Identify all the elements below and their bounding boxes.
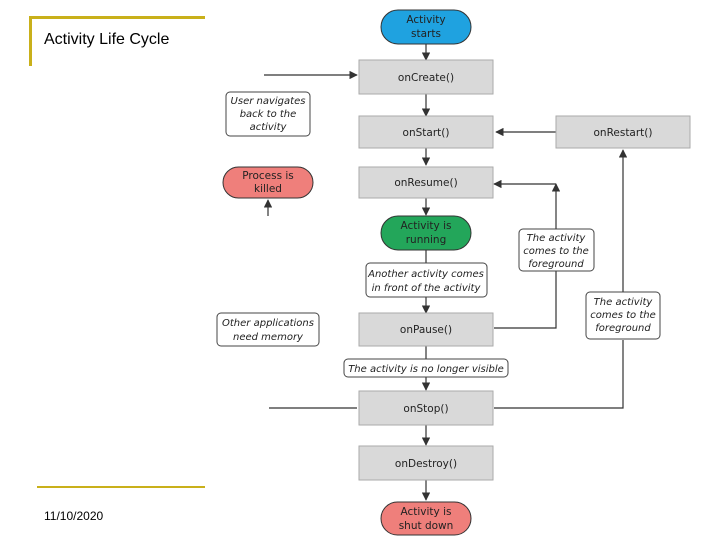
activity-starts-line-2: starts — [411, 28, 441, 40]
activity-starts-node: Activity starts — [380, 9, 472, 45]
activity-starts-line-1: Activity — [406, 14, 445, 26]
user-navigates-line-3: activity — [250, 122, 288, 133]
slide-date: 11/10/2020 — [44, 509, 104, 523]
on-restart-label: onRestart() — [593, 127, 652, 139]
no-longer-visible-note: The activity is no longer visible — [343, 358, 509, 378]
foreground-2-line-1: The activity — [594, 297, 654, 308]
another-activity-note: Another activity comes in front of the a… — [365, 262, 488, 298]
on-resume-label: onResume() — [394, 177, 457, 189]
on-create-label: onCreate() — [398, 72, 454, 84]
process-killed-node: Process is killed — [222, 166, 314, 199]
foreground-2-line-2: comes to the — [590, 310, 656, 321]
on-destroy-box: onDestroy() — [358, 445, 494, 481]
title-frame — [29, 16, 205, 66]
on-pause-label: onPause() — [400, 324, 452, 336]
activity-running-line-1: Activity is — [401, 220, 452, 232]
shut-down-line-1: Activity is — [401, 506, 452, 518]
shut-down-line-2: shut down — [399, 520, 454, 532]
connectors — [263, 44, 628, 501]
page-title: Activity Life Cycle — [44, 31, 170, 48]
activity-running-node: Activity is running — [380, 215, 472, 251]
foreground-1-line-1: The activity — [527, 233, 587, 244]
process-killed-line-1: Process is — [242, 170, 294, 182]
on-stop-label: onStop() — [403, 403, 448, 415]
activity-running-line-2: running — [406, 234, 447, 246]
on-pause-box: onPause() — [358, 312, 494, 347]
foreground-note-2: The activity comes to the foreground — [585, 291, 661, 340]
on-restart-box: onRestart() — [555, 115, 691, 149]
process-killed-line-2: killed — [254, 183, 282, 195]
another-activity-line-1: Another activity comes — [367, 269, 484, 280]
on-start-box: onStart() — [358, 115, 494, 149]
on-create-box: onCreate() — [358, 59, 494, 95]
user-navigates-line-2: back to the — [240, 109, 297, 120]
other-apps-line-2: need memory — [233, 332, 304, 343]
no-longer-visible-label: The activity is no longer visible — [348, 364, 504, 375]
on-destroy-label: onDestroy() — [395, 458, 457, 470]
footer-rule — [37, 486, 205, 488]
user-navigates-back-note: User navigates back to the activity — [225, 91, 311, 137]
other-apps-line-1: Other applications — [222, 318, 314, 329]
line-stop-to-foreground — [494, 340, 624, 409]
foreground-2-line-3: foreground — [595, 323, 651, 334]
on-stop-box: onStop() — [358, 390, 494, 426]
another-activity-line-2: in front of the activity — [372, 283, 482, 294]
on-resume-box: onResume() — [358, 166, 494, 199]
activity-shut-down-node: Activity is shut down — [380, 501, 472, 536]
foreground-1-line-3: foreground — [528, 259, 584, 270]
other-apps-memory-note: Other applications need memory — [216, 312, 320, 347]
foreground-1-line-2: comes to the — [523, 246, 589, 257]
user-navigates-line-1: User navigates — [231, 96, 306, 107]
line-pause-to-foreground — [494, 271, 557, 329]
on-start-label: onStart() — [403, 127, 450, 139]
foreground-note-1: The activity comes to the foreground — [518, 228, 595, 272]
